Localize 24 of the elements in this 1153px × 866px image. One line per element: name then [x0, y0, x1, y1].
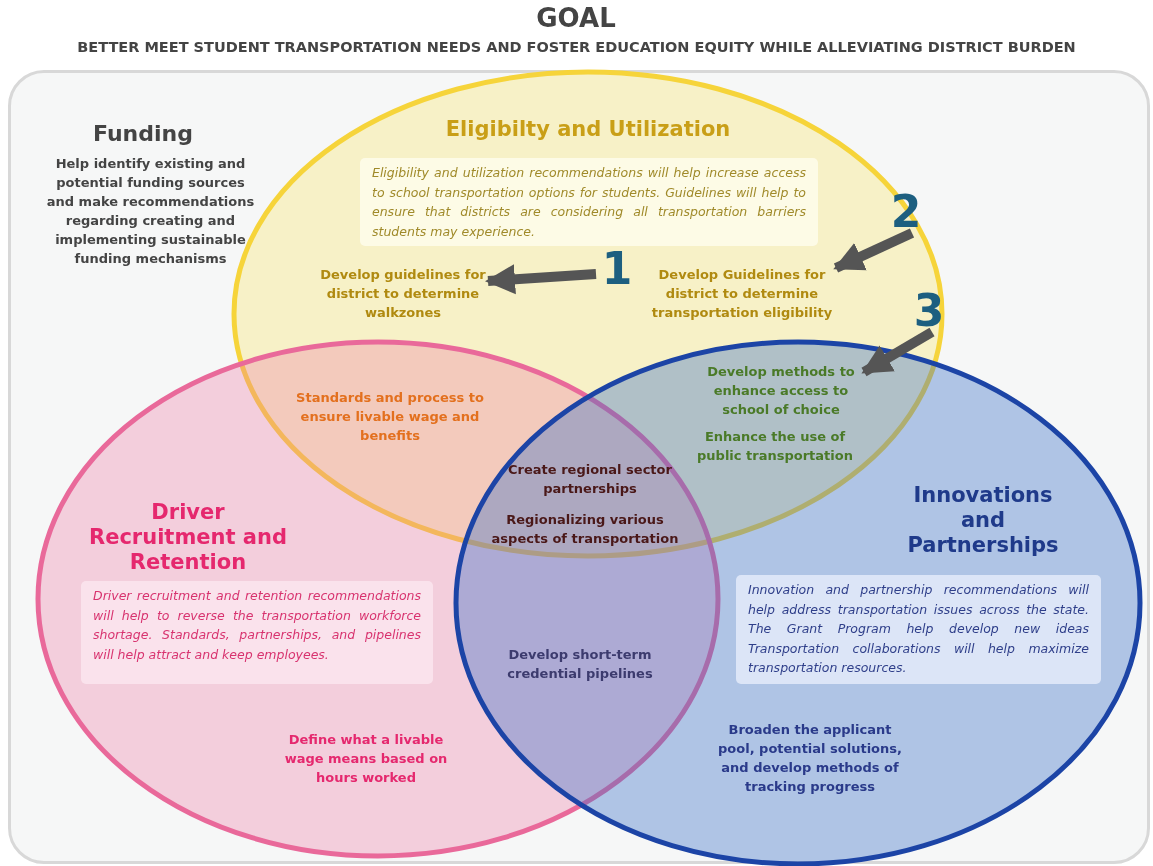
description-card: Eligibility and utilization recommendations will help increase access to school transportation options for students. Guidelines will help to ensure that districts are considering all transportation barriers students may experience.	[360, 158, 818, 246]
recommendation-text: Broaden the applicant pool, potential solutions, and develop methods of tracking progress	[717, 721, 903, 796]
recommendation-text: Regionalizing various aspects of transportation	[490, 511, 680, 548]
subtitle: BETTER MEET STUDENT TRANSPORTATION NEEDS AND FOSTER EDUCATION EQUITY WHILE ALLEVIATING DISTRICT BURDEN	[76, 38, 1077, 57]
section-heading: Innovations and Partnerships	[906, 483, 1060, 559]
description-card: Driver recruitment and retention recommendations will help to reverse the transportation workforce shortage. Standards, partnerships, and pipelines will help attract and keep employees.	[81, 581, 433, 684]
recommendation-text: Standards and process to ensure livable wage and benefits	[295, 389, 485, 445]
arrow	[485, 264, 597, 295]
arrow	[861, 327, 935, 377]
recommendation-text: Develop short-term credential pipelines	[506, 646, 654, 683]
recommendation-text: Define what a livable wage means based on hours worked	[283, 731, 449, 787]
description-card: Innovation and partnership recommendations will help address transportation issues across the state. The Grant Program help develop new ideas Transportation collaborations will help maximize transportation resources.	[736, 575, 1101, 684]
recommendation-text: Develop guidelines for district to determine walkzones	[315, 265, 491, 323]
rounded-panel	[8, 70, 1150, 864]
section-heading: Driver Recruitment and Retention	[88, 500, 288, 576]
recommendation-text: Develop methods to enhance access to school of choice	[698, 362, 864, 422]
section-heading: Funding	[92, 121, 194, 148]
section-heading: Eligibilty and Utilization	[444, 117, 732, 143]
recommendation-text: Develop Guidelines for district to determine transportation eligibility	[645, 265, 839, 323]
recommendation-text: Create regional sector partnerships	[507, 461, 673, 498]
title: GOAL	[535, 2, 617, 34]
step-number: 1	[599, 243, 635, 291]
recommendation-text: Enhance the use of public transportation	[696, 428, 854, 465]
section-description: Help identify existing and potential funding sources and make recommendations regarding creating and implementing sustainable funding mechanisms	[45, 155, 256, 268]
